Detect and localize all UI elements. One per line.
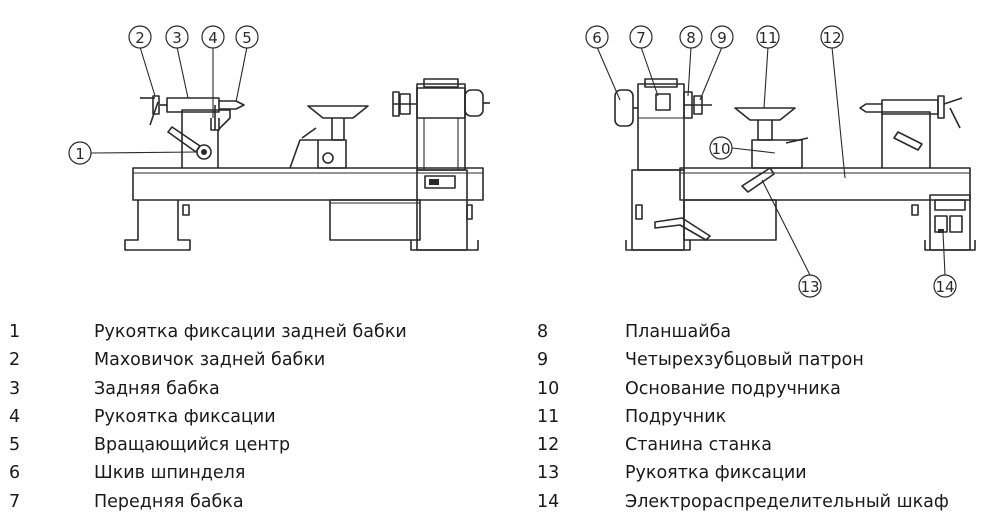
svg-text:9: 9 — [717, 29, 727, 47]
callout-11: 11 — [756, 25, 780, 49]
svg-text:6: 6 — [592, 29, 602, 47]
legend-label: Основание подручника — [625, 378, 841, 399]
left-leaders — [89, 46, 248, 154]
svg-text:2: 2 — [135, 29, 145, 47]
legend-number: 13 — [537, 463, 560, 484]
callout-10: 10 — [709, 136, 733, 160]
svg-text:4: 4 — [208, 29, 218, 47]
svg-text:10: 10 — [711, 140, 730, 158]
legend-row: 6 Шкив шпинделя — [9, 459, 479, 487]
legend-row: 3 Задняя бабка — [9, 375, 479, 403]
legend-row: 14 Электрораспределительный шкаф — [537, 488, 997, 516]
legend-row: 9 Четырехзубцовый патрон — [537, 346, 997, 374]
svg-text:13: 13 — [800, 278, 819, 296]
legend-number: 12 — [537, 435, 560, 456]
lathe-rear-view — [614, 78, 976, 251]
callout-4: 4 — [201, 25, 225, 49]
legend-number: 7 — [9, 491, 21, 512]
legend-number: 4 — [9, 406, 21, 427]
left-callouts: 1 2 3 4 5 — [68, 25, 259, 165]
legend-label: Задняя бабка — [94, 378, 220, 399]
legend-label: Передняя бабка — [94, 491, 244, 512]
legend-row: 10 Основание подручника — [537, 375, 997, 403]
legend-label: Станина станка — [625, 435, 772, 456]
callout-12: 12 — [820, 25, 844, 49]
legend-number: 1 — [9, 322, 21, 342]
callout-2: 2 — [128, 25, 152, 49]
lathe-diagram: 1 2 3 4 5 — [68, 25, 976, 298]
legend-number: 2 — [9, 350, 21, 371]
legend-row: 12 Станина станка — [537, 431, 997, 459]
legend-row: 7 Передняя бабка — [9, 488, 479, 516]
right-leaders — [596, 46, 946, 276]
callout-13: 13 — [798, 274, 822, 298]
legend-label: Рукоятка фиксации задней бабки — [94, 322, 407, 342]
svg-text:1: 1 — [75, 145, 85, 163]
svg-text:14: 14 — [935, 278, 954, 296]
callout-14: 14 — [933, 274, 957, 298]
legend-row: 8 Планшайба — [537, 318, 997, 346]
legend-label: Шкив шпинделя — [94, 463, 246, 484]
legend-number: 14 — [537, 491, 560, 512]
legend-label: Рукоятка фиксации — [94, 406, 276, 427]
legend-row: 4 Рукоятка фиксации — [9, 403, 479, 431]
svg-text:12: 12 — [822, 29, 841, 47]
callout-8: 8 — [679, 25, 703, 49]
callout-3: 3 — [165, 25, 189, 49]
legend-label: Четырехзубцовый патрон — [625, 350, 864, 371]
legend-row: 5 Вращающийся центр — [9, 431, 479, 459]
legend-label: Планшайба — [625, 322, 732, 342]
svg-text:11: 11 — [758, 29, 777, 47]
lathe-front-view — [124, 78, 490, 251]
legend-number: 3 — [9, 378, 21, 399]
callout-7: 7 — [629, 25, 653, 49]
callout-9: 9 — [710, 25, 734, 49]
svg-text:7: 7 — [636, 29, 646, 47]
legend-row: 2 Маховичок задней бабки — [9, 346, 479, 374]
callout-5: 5 — [235, 25, 259, 49]
svg-text:5: 5 — [242, 29, 252, 47]
legend-number: 6 — [9, 463, 21, 484]
legend-right: 8 Планшайба 9 Четырехзубцовый патрон 10 Осн… — [537, 318, 997, 516]
legend-number: 9 — [537, 350, 549, 371]
legend-label: Рукоятка фиксации — [625, 463, 807, 484]
right-callouts: 6 7 8 9 11 12 10 13 — [585, 25, 957, 298]
legend-number: 11 — [537, 406, 560, 427]
legend-row: 11 Подручник — [537, 403, 997, 431]
legend-label: Электрораспределительный шкаф — [625, 491, 949, 512]
legend-label: Подручник — [625, 406, 727, 427]
legend-number: 5 — [9, 435, 21, 456]
legend-row: 1 Рукоятка фиксации задней бабки — [9, 318, 479, 346]
legend-number: 8 — [537, 322, 549, 342]
callout-1: 1 — [68, 141, 92, 165]
legend-label: Маховичок задней бабки — [94, 350, 326, 371]
svg-text:3: 3 — [172, 29, 182, 47]
callout-6: 6 — [585, 25, 609, 49]
legend-number: 10 — [537, 378, 560, 399]
legend-left: 1 Рукоятка фиксации задней бабки 2 Махович… — [9, 318, 479, 516]
legend-row: 13 Рукоятка фиксации — [537, 459, 997, 487]
svg-text:8: 8 — [686, 29, 696, 47]
legend-label: Вращающийся центр — [94, 435, 291, 456]
